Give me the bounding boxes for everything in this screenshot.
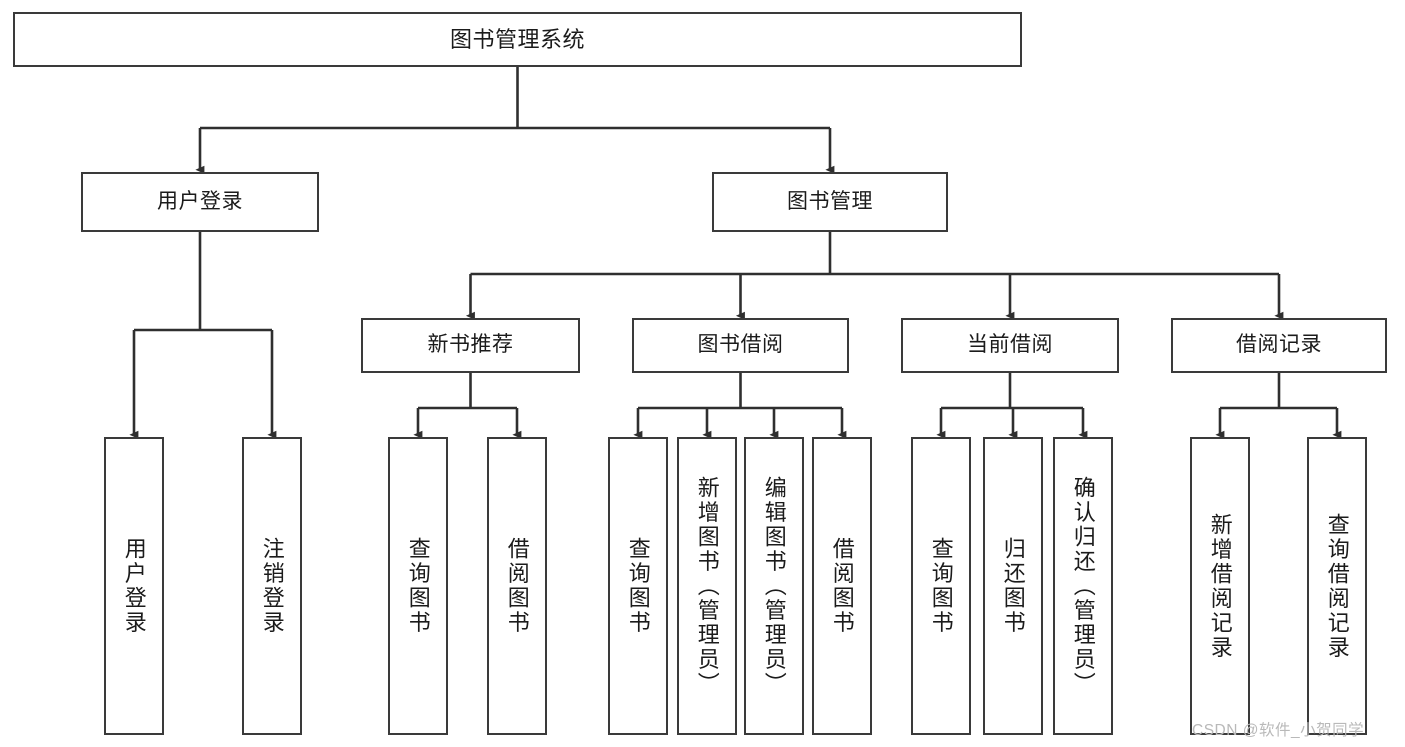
node-label-leaf-borrow-book: 借阅图书	[829, 537, 855, 635]
node-current-borrow[interactable]: 当前借阅	[901, 318, 1119, 373]
node-leaf-query-book-rec[interactable]: 查询图书	[388, 437, 448, 735]
node-label-borrow-record: 借阅记录	[1236, 333, 1322, 357]
node-label-leaf-query-book-borrow: 查询图书	[625, 537, 651, 635]
node-label-leaf-return-book: 归还图书	[1000, 537, 1026, 635]
node-user-login[interactable]: 用户登录	[81, 172, 319, 232]
node-label-current-borrow: 当前借阅	[967, 333, 1053, 357]
node-label-leaf-user-logout: 注销登录	[259, 537, 285, 635]
node-label-root: 图书管理系统	[449, 26, 585, 52]
node-leaf-edit-book-admin[interactable]: 编辑图书（管理员）	[744, 437, 804, 735]
node-leaf-query-book-borrow[interactable]: 查询图书	[608, 437, 668, 735]
node-leaf-return-book[interactable]: 归还图书	[983, 437, 1043, 735]
node-label-leaf-borrow-book-rec: 借阅图书	[504, 537, 530, 635]
node-leaf-borrow-book-rec[interactable]: 借阅图书	[487, 437, 547, 735]
node-leaf-user-login[interactable]: 用户登录	[104, 437, 164, 735]
node-label-leaf-confirm-return-admin: 确认归还（管理员）	[1070, 475, 1096, 697]
node-label-leaf-query-book-current: 查询图书	[928, 537, 954, 635]
node-label-leaf-user-login: 用户登录	[121, 537, 147, 635]
node-leaf-add-borrow-record[interactable]: 新增借阅记录	[1190, 437, 1250, 735]
node-leaf-user-logout[interactable]: 注销登录	[242, 437, 302, 735]
node-label-leaf-query-borrow-record: 查询借阅记录	[1324, 512, 1350, 660]
node-book-borrow[interactable]: 图书借阅	[632, 318, 849, 373]
node-book-manage[interactable]: 图书管理	[712, 172, 948, 232]
node-leaf-borrow-book[interactable]: 借阅图书	[812, 437, 872, 735]
node-label-leaf-edit-book-admin: 编辑图书（管理员）	[761, 475, 787, 697]
node-leaf-confirm-return-admin[interactable]: 确认归还（管理员）	[1053, 437, 1113, 735]
node-new-book-rec[interactable]: 新书推荐	[361, 318, 580, 373]
node-borrow-record[interactable]: 借阅记录	[1171, 318, 1387, 373]
node-label-book-manage: 图书管理	[787, 189, 873, 213]
node-root[interactable]: 图书管理系统	[13, 12, 1022, 67]
node-label-leaf-query-book-rec: 查询图书	[405, 537, 431, 635]
node-label-book-borrow: 图书借阅	[697, 333, 784, 357]
node-leaf-query-borrow-record[interactable]: 查询借阅记录	[1307, 437, 1367, 735]
node-leaf-add-book-admin[interactable]: 新增图书（管理员）	[677, 437, 737, 735]
node-label-leaf-add-borrow-record: 新增借阅记录	[1207, 512, 1233, 660]
node-label-leaf-add-book-admin: 新增图书（管理员）	[694, 475, 720, 697]
node-leaf-query-book-current[interactable]: 查询图书	[911, 437, 971, 735]
edge-paths	[129, 67, 1342, 439]
node-label-user-login: 用户登录	[157, 189, 243, 213]
node-label-new-book-rec: 新书推荐	[427, 333, 514, 357]
